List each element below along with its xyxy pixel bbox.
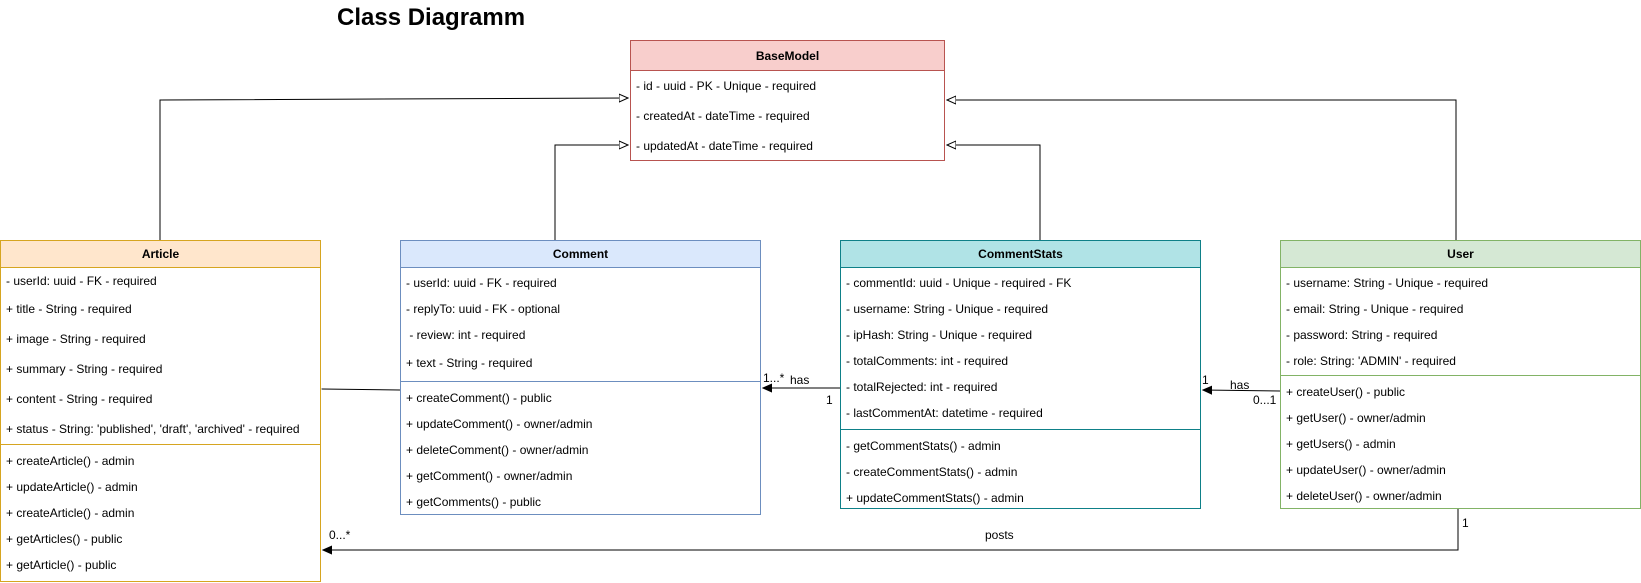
class-article-attributes: - userId: uuid - FK - required + title -… xyxy=(1,268,320,445)
class-basemodel-name: BaseModel xyxy=(631,41,944,71)
mult-user-posts: 1 xyxy=(1462,516,1469,530)
attribute-row: - review: int - required xyxy=(406,328,526,342)
method-row: + getComment() - owner/admin xyxy=(406,469,573,483)
class-comment-attributes: - userId: uuid - FK - required - replyTo… xyxy=(401,268,760,382)
method-row: + createUser() - public xyxy=(1286,385,1406,399)
mult-commentstats-target: 1 xyxy=(1202,373,1209,387)
class-comment-name: Comment xyxy=(401,241,760,268)
attribute-row: + status - String: 'published', 'draft',… xyxy=(6,422,300,436)
method-row: + updateCommentStats() - admin xyxy=(846,491,1024,505)
method-row: + updateComment() - owner/admin xyxy=(406,417,593,431)
comment-composes-article xyxy=(310,386,401,392)
attribute-row: - password: String - required xyxy=(1286,328,1438,342)
class-user-attributes: - username: String - Unique - required -… xyxy=(1281,268,1640,376)
method-row: + updateArticle() - admin xyxy=(6,480,138,494)
class-commentstats-attributes: - commentId: uuid - Unique - required - … xyxy=(841,268,1200,430)
mult-commentstats-side: 1 xyxy=(826,393,833,407)
mult-user-side: 0...1 xyxy=(1253,393,1277,407)
attribute-row: - replyTo: uuid - FK - optional xyxy=(406,302,561,316)
method-row: + createComment() - public xyxy=(406,391,552,405)
attribute-row: - username: String - Unique - required xyxy=(846,302,1049,316)
method-row: + updateUser() - owner/admin xyxy=(1286,463,1446,477)
class-article[interactable]: Article - userId: uuid - FK - required +… xyxy=(0,240,321,582)
user-inherits-basemodel xyxy=(947,100,1457,240)
class-user-name: User xyxy=(1281,241,1640,268)
method-row: + getArticles() - public xyxy=(6,532,123,546)
mult-comment-side: 1...* xyxy=(763,371,785,385)
attribute-row: + title - String - required xyxy=(6,302,132,316)
class-user[interactable]: User - username: String - Unique - requi… xyxy=(1280,240,1641,509)
class-article-name: Article xyxy=(1,241,320,268)
attribute-row: - updatedAt - dateTime - required xyxy=(636,139,813,153)
attribute-row: - id - uuid - PK - Unique - required xyxy=(636,79,817,93)
attribute-row: + content - String - required xyxy=(6,392,153,406)
method-row: + createArticle() - admin xyxy=(6,454,135,468)
user-has-commentstats xyxy=(1203,390,1281,391)
class-comment[interactable]: Comment - userId: uuid - FK - required -… xyxy=(400,240,761,515)
class-commentstats[interactable]: CommentStats - commentId: uuid - Unique … xyxy=(840,240,1201,509)
article-inherits-basemodel xyxy=(159,98,628,240)
user-posts-article xyxy=(323,509,1459,550)
diagram-title: Class Diagramm xyxy=(337,4,526,31)
method-row: - getCommentStats() - admin xyxy=(846,439,1001,453)
attribute-row: - ipHash: String - Unique - required xyxy=(846,328,1033,342)
commentstats-inherits-basemodel xyxy=(947,145,1041,240)
attribute-row: + text - String - required xyxy=(406,356,533,370)
comment-inherits-basemodel xyxy=(554,145,628,240)
method-row: + getUser() - owner/admin xyxy=(1286,411,1426,425)
class-basemodel-attributes: - id - uuid - PK - Unique - required - c… xyxy=(631,71,944,161)
method-row: + deleteComment() - owner/admin xyxy=(406,443,589,457)
method-row: + createArticle() - admin xyxy=(6,506,135,520)
class-commentstats-name: CommentStats xyxy=(841,241,1200,268)
relation-label-has: has xyxy=(790,373,810,387)
attribute-row: - createdAt - dateTime - required xyxy=(636,109,810,123)
attribute-row: - lastCommentAt: datetime - required xyxy=(846,406,1043,420)
class-commentstats-methods: - getCommentStats() - admin - createComm… xyxy=(841,430,1200,511)
method-row: + getArticle() - public xyxy=(6,558,117,572)
attribute-row: - commentId: uuid - Unique - required - … xyxy=(846,276,1072,290)
attribute-row: - email: String - Unique - required xyxy=(1286,302,1464,316)
attribute-row: - userId: uuid - FK - required xyxy=(6,274,157,288)
attribute-row: + summary - String - required xyxy=(6,362,163,376)
method-row: + getComments() - public xyxy=(406,495,542,509)
attribute-row: - username: String - Unique - required xyxy=(1286,276,1489,290)
attribute-row: - role: String: 'ADMIN' - required xyxy=(1286,354,1456,368)
attribute-row: - userId: uuid - FK - required xyxy=(406,276,557,290)
class-user-methods: + createUser() - public + getUser() - ow… xyxy=(1281,376,1640,509)
class-article-methods: + createArticle() - admin + updateArticl… xyxy=(1,445,320,578)
class-comment-methods: + createComment() - public + updateComme… xyxy=(401,382,760,515)
method-row: + deleteUser() - owner/admin xyxy=(1286,489,1442,503)
method-row: + getUsers() - admin xyxy=(1286,437,1396,451)
class-basemodel[interactable]: BaseModel - id - uuid - PK - Unique - re… xyxy=(630,40,945,161)
method-row: - createCommentStats() - admin xyxy=(846,465,1018,479)
mult-article-side: 0...* xyxy=(329,528,351,542)
attribute-row: - totalRejected: int - required xyxy=(846,380,998,394)
relation-label-has: has xyxy=(1230,378,1250,392)
attribute-row: + image - String - required xyxy=(6,332,146,346)
relation-label-posts: posts xyxy=(985,528,1014,542)
attribute-row: - totalComments: int - required xyxy=(846,354,1009,368)
